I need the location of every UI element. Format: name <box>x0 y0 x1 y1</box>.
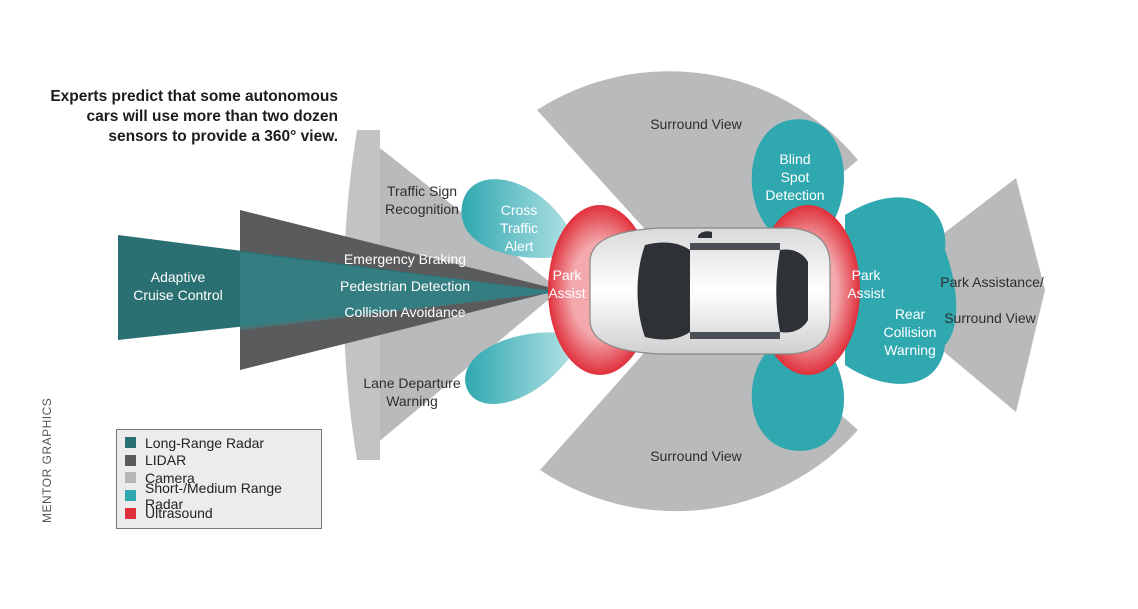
surround-view-top-label: Surround View <box>650 116 742 132</box>
front-park-assist-label-line2: Assist <box>548 285 585 301</box>
legend-swatch <box>125 454 136 466</box>
rear-park-assist-label-line1: Park <box>852 267 882 283</box>
legend-item-lidar: LIDAR <box>125 452 313 470</box>
blind-spot-label-line2: Spot <box>781 169 810 185</box>
surround-view-bottom-sector <box>540 290 858 512</box>
lane-departure-label-line1: Lane Departure <box>363 375 461 391</box>
park-assistance-label: Park Assistance/ <box>940 274 1044 290</box>
long-range-radar-highlight <box>240 252 560 330</box>
headline-line-1: Experts predict that some autonomous <box>50 88 338 105</box>
rear-radar-lobe <box>845 197 957 384</box>
legend-item-ultrasound: Ultrasound <box>125 504 313 522</box>
blind-spot-label-line1: Blind <box>779 151 810 167</box>
emergency-braking-label: Emergency Braking <box>344 251 466 267</box>
rear-collision-label-line3: Warning <box>884 342 936 358</box>
legend-item-camera: Camera <box>125 469 313 487</box>
legend-item-long-range-radar: Long-Range Radar <box>125 434 313 452</box>
front-park-assist-label-line1: Park <box>553 267 583 283</box>
traffic-sign-label-line1: Traffic Sign <box>387 183 457 199</box>
cross-traffic-label-line2: Traffic <box>500 220 538 236</box>
legend-swatch <box>125 507 136 519</box>
collision-avoidance-label: Collision Avoidance <box>344 304 465 320</box>
lane-departure-label-line2: Warning <box>386 393 438 409</box>
rear-collision-label-line2: Collision <box>884 324 937 340</box>
pedestrian-detection-label: Pedestrian Detection <box>340 278 470 294</box>
surround-view-bottom-label: Surround View <box>650 448 742 464</box>
cross-traffic-label-line3: Alert <box>505 238 534 254</box>
legend-item-short-medium-radar: Short-/Medium Range Radar <box>125 480 313 512</box>
legend-swatch <box>125 437 136 449</box>
front-lower-radar-lobe <box>465 332 575 404</box>
surround-view-right-label: Surround View <box>944 310 1036 326</box>
car-top-view <box>589 227 831 355</box>
legend-label: Ultrasound <box>145 505 213 522</box>
adaptive-cruise-label-line1: Adaptive <box>151 269 206 285</box>
cross-traffic-radar-lobe <box>461 179 575 258</box>
headline-line-3: sensors to provide a 360° view. <box>108 128 338 145</box>
image-credit: MENTOR GRAPHICS <box>40 397 54 523</box>
legend-label: LIDAR <box>145 452 187 469</box>
legend: Long-Range Radar LIDAR Camera Short-/Med… <box>116 429 322 529</box>
legend-label: Camera <box>145 469 195 486</box>
legend-label: Short-/Medium Range Radar <box>145 479 282 512</box>
headline: Experts predict that some autonomous car… <box>40 87 338 147</box>
rear-collision-label-line1: Rear <box>895 306 926 322</box>
adaptive-cruise-label-line2: Cruise Control <box>133 287 222 303</box>
blind-spot-label-line3: Detection <box>765 187 824 203</box>
legend-swatch <box>125 472 136 484</box>
headline-line-2: cars will use more than two dozen <box>86 108 339 125</box>
legend-swatch <box>125 490 136 502</box>
rear-park-assist-label-line2: Assist <box>847 285 884 301</box>
cross-traffic-label-line1: Cross <box>501 202 538 218</box>
traffic-sign-label-line2: Recognition <box>385 201 459 217</box>
legend-label: Long-Range Radar <box>145 434 265 451</box>
rear-camera-sector <box>870 178 1045 412</box>
